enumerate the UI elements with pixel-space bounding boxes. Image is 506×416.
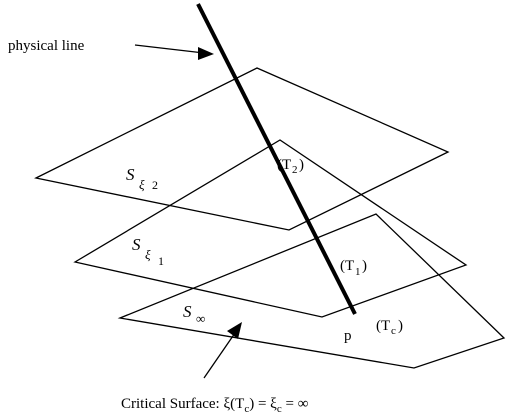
svg-text:S: S [183, 302, 192, 321]
label-t2: ( T 2 ) [277, 157, 304, 176]
physical-line [196, 3, 357, 315]
svg-text:S: S [132, 235, 141, 254]
label-point-p: p [344, 328, 352, 344]
critical-surface-caption: Critical Surface: ξ(Tc) = ξc = ∞ [121, 396, 308, 415]
svg-text:1: 1 [355, 266, 361, 278]
physical-line-label: physical line [8, 38, 85, 54]
svg-text:Critical Surface: ξ(Tc) = ξc: Critical Surface: ξ(Tc) = ξc = ∞ [121, 396, 308, 415]
svg-text:ξ: ξ [145, 247, 151, 262]
svg-text:S: S [126, 165, 135, 184]
physical-line-arrow [134, 44, 214, 60]
label-s-xi-2: S ξ 2 [126, 165, 158, 192]
svg-text:2: 2 [152, 178, 158, 192]
critical-surface-arrow [203, 322, 242, 379]
svg-text:(: ( [340, 258, 345, 274]
svg-text:T: T [381, 318, 390, 334]
svg-text:): ) [299, 157, 304, 173]
label-s-xi-1: S ξ 1 [132, 235, 164, 268]
svg-text:(: ( [376, 318, 381, 334]
svg-text:c: c [391, 325, 396, 337]
svg-text:2: 2 [292, 164, 298, 176]
svg-text:T: T [282, 157, 291, 173]
svg-text:1: 1 [158, 254, 164, 268]
svg-text:ξ: ξ [139, 177, 145, 192]
label-s-infinity: S ∞ [183, 302, 205, 326]
label-t1: ( T 1 ) [340, 258, 367, 278]
plane-s-xi-2 [34, 67, 450, 231]
label-tc: ( T c ) [376, 318, 403, 337]
plane-s-infinity [117, 213, 506, 369]
svg-text:(: ( [277, 157, 282, 173]
svg-text:): ) [362, 258, 367, 274]
plane-s-xi-1 [73, 139, 468, 318]
svg-text:): ) [398, 318, 403, 334]
svg-text:∞: ∞ [196, 311, 205, 326]
svg-text:T: T [345, 258, 354, 274]
